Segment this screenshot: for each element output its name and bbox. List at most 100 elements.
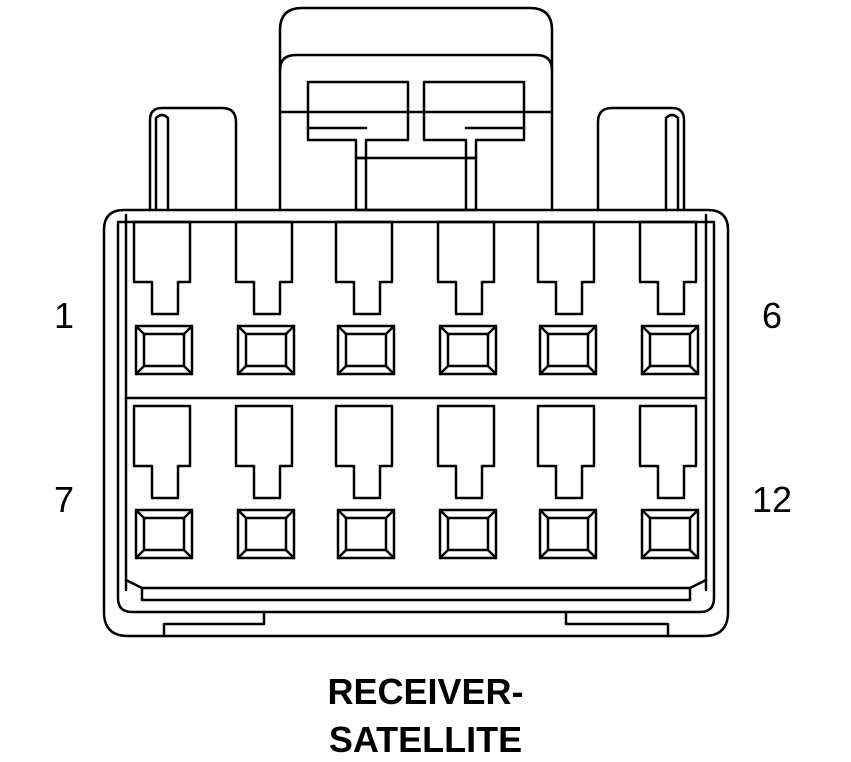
- cavity-window-1: [134, 324, 194, 376]
- terminal-7: [132, 404, 192, 500]
- cavity-bevel: [438, 364, 450, 376]
- cavity-bevel: [182, 364, 194, 376]
- post-right-rail: [664, 113, 680, 212]
- cavity-bevel: [182, 324, 194, 336]
- cavity-pin-5: [536, 220, 598, 376]
- cavity-bevel: [384, 364, 396, 376]
- cavity-window-inner-3: [344, 332, 388, 368]
- cavity-window-6: [640, 324, 700, 376]
- cavity-window-inner-10: [446, 516, 490, 552]
- cavity-window-10: [438, 508, 498, 560]
- cavity-window-inner-2: [244, 332, 288, 368]
- post-right: [596, 106, 686, 212]
- cavity-bevel: [486, 364, 498, 376]
- cavity-bevel: [438, 548, 450, 560]
- terminal-8: [234, 404, 294, 500]
- cavity-bevel: [284, 508, 296, 520]
- terminal-12: [638, 404, 698, 500]
- cavity-pin-12: [638, 404, 700, 560]
- connector-name-line1: RECEIVER-: [327, 671, 524, 712]
- cavity-bevel: [236, 508, 248, 520]
- cavity-bevel: [640, 548, 652, 560]
- cavity-bevel: [236, 364, 248, 376]
- cavity-pin-1: [132, 220, 194, 376]
- cavity-window-3: [336, 324, 396, 376]
- cavity-bevel: [688, 548, 700, 560]
- terminal-5: [536, 220, 596, 316]
- cavity-bevel: [640, 324, 652, 336]
- cavity-window-9: [336, 508, 396, 560]
- cavity-window-2: [236, 324, 296, 376]
- cavity-bevel: [586, 324, 598, 336]
- cavity-window-8: [236, 508, 296, 560]
- cavity-bevel: [284, 364, 296, 376]
- terminal-6: [638, 220, 698, 316]
- cavity-bevel: [384, 324, 396, 336]
- terminal-2: [234, 220, 294, 316]
- terminal-3: [334, 220, 394, 316]
- cavity-bevel: [688, 324, 700, 336]
- cavity-pin-2: [234, 220, 296, 376]
- cavity-window-inner-11: [546, 516, 590, 552]
- cavity-pin-4: [436, 220, 498, 376]
- body-bottom-step: [140, 586, 692, 602]
- cavity-window-inner-9: [344, 516, 388, 552]
- cavity-bevel: [284, 324, 296, 336]
- terminal-11: [536, 404, 596, 500]
- cavity-bevel: [438, 324, 450, 336]
- cavity-bevel: [688, 508, 700, 520]
- cavity-bevel: [336, 324, 348, 336]
- post-left-rail: [154, 113, 170, 212]
- cavity-window-inner-6: [648, 332, 692, 368]
- cavity-bevel: [384, 548, 396, 560]
- cavity-window-inner-8: [244, 516, 288, 552]
- cavity-bevel: [134, 548, 146, 560]
- cavity-bevel: [486, 508, 498, 520]
- cavity-bevel: [538, 324, 550, 336]
- terminal-10: [436, 404, 496, 500]
- cavity-bevel: [336, 548, 348, 560]
- connector-body-inner: [116, 220, 716, 614]
- cavity-bevel: [586, 508, 598, 520]
- cavity-window-11: [538, 508, 598, 560]
- cavity-bevel: [486, 548, 498, 560]
- cavity-bevel: [182, 508, 194, 520]
- cavity-bevel: [486, 324, 498, 336]
- latch-body: [354, 156, 478, 212]
- cavity-pin-11: [536, 404, 598, 560]
- cavity-window-5: [538, 324, 598, 376]
- cavity-bevel: [640, 364, 652, 376]
- cavity-window-inner-4: [446, 332, 490, 368]
- cavity-pin-8: [234, 404, 296, 560]
- cavity-bevel: [538, 364, 550, 376]
- cavity-bevel: [236, 548, 248, 560]
- cavity-bevel: [134, 364, 146, 376]
- latch-tab-left: [306, 80, 410, 160]
- cavity-bevel: [284, 548, 296, 560]
- connector-body: [102, 208, 730, 638]
- cavity-bevel: [134, 324, 146, 336]
- cavity-bevel: [336, 508, 348, 520]
- cavity-window-inner-12: [648, 516, 692, 552]
- body-bottom-rim: [124, 578, 708, 590]
- pin-label-6: 6: [762, 295, 783, 336]
- post-left: [148, 106, 238, 212]
- cavity-bevel: [640, 508, 652, 520]
- cavity-bevel: [336, 364, 348, 376]
- cavity-bevel: [586, 364, 598, 376]
- cavity-window-7: [134, 508, 194, 560]
- pin-label-7: 7: [54, 479, 75, 520]
- cavity-window-inner-7: [142, 516, 186, 552]
- cavity-bevel: [182, 548, 194, 560]
- cavity-window-4: [438, 324, 498, 376]
- cavity-bevel: [688, 364, 700, 376]
- connector-name-line2: SATELLITE: [328, 719, 523, 760]
- cavity-window-12: [640, 508, 700, 560]
- cavity-pin-10: [436, 404, 498, 560]
- pin-label-12: 12: [752, 479, 793, 520]
- latch-outer: [278, 6, 554, 212]
- cavity-bevel: [384, 508, 396, 520]
- latch-tab-right: [422, 80, 526, 160]
- terminal-9: [334, 404, 394, 500]
